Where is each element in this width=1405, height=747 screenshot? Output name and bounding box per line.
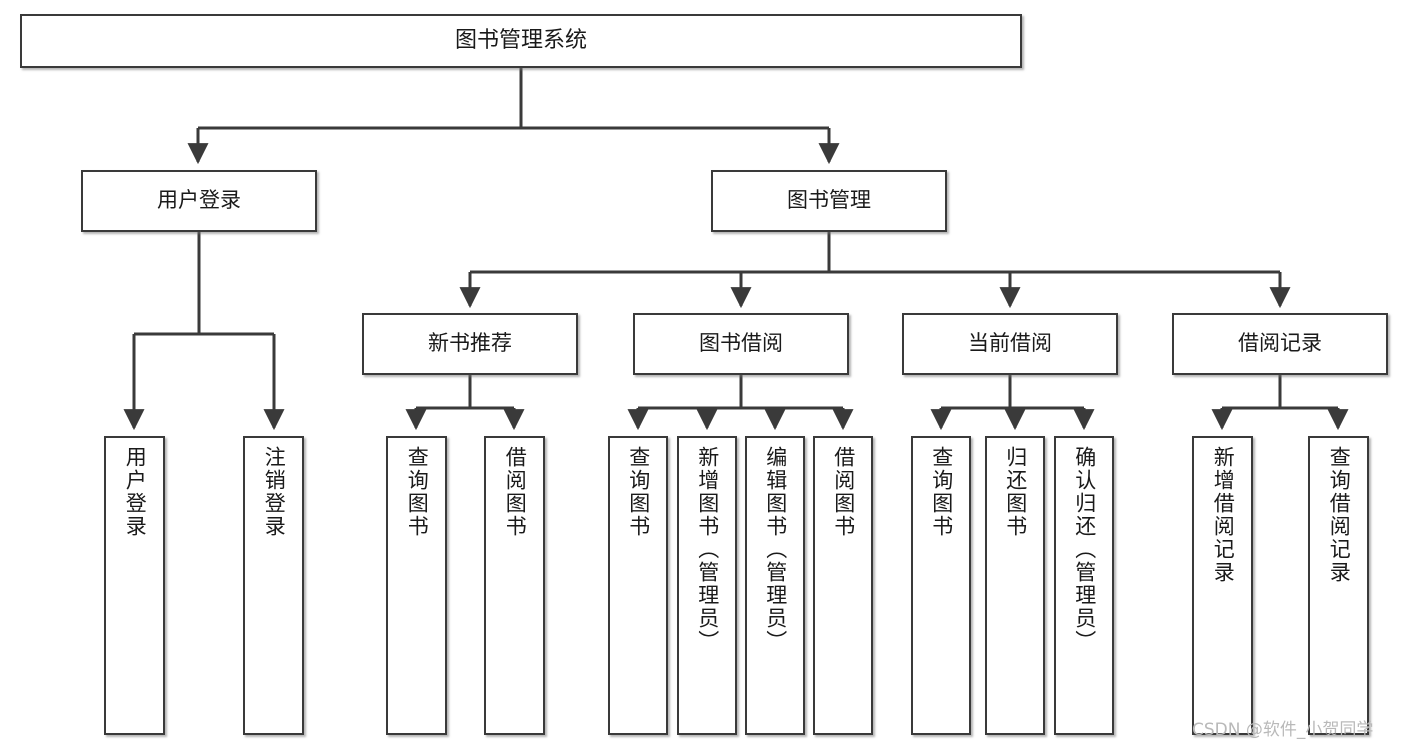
node-label: 新书推荐 xyxy=(428,331,512,356)
node-label: 用户登录 xyxy=(123,446,148,538)
node-borrow-record[interactable]: 借阅记录 xyxy=(1172,313,1388,375)
node-label: 查询借阅记录 xyxy=(1327,446,1352,584)
node-leaf-edit-book[interactable]: 编辑图书（管理员） xyxy=(745,436,805,735)
node-label: 用户登录 xyxy=(157,188,241,213)
node-leaf-query-borrow-record[interactable]: 查询借阅记录 xyxy=(1308,436,1369,735)
node-leaf-confirm-return[interactable]: 确认归还（管理员） xyxy=(1054,436,1114,735)
node-label: 借阅记录 xyxy=(1238,331,1322,356)
node-label: 图书借阅 xyxy=(699,331,783,356)
node-root[interactable]: 图书管理系统 xyxy=(20,14,1022,68)
node-leaf-add-borrow-record[interactable]: 新增借阅记录 xyxy=(1192,436,1253,735)
node-label: 借阅图书 xyxy=(831,446,856,538)
node-label: 新增借阅记录 xyxy=(1211,446,1236,584)
node-leaf-query-book-rec[interactable]: 查询图书 xyxy=(386,436,447,735)
node-label: 编辑图书（管理员） xyxy=(763,446,788,653)
node-label: 查询图书 xyxy=(626,446,651,538)
node-label: 查询图书 xyxy=(929,446,954,538)
node-new-book-recommend[interactable]: 新书推荐 xyxy=(362,313,578,375)
node-leaf-query-book-borrow[interactable]: 查询图书 xyxy=(608,436,668,735)
node-book-borrow[interactable]: 图书借阅 xyxy=(633,313,849,375)
node-leaf-add-book[interactable]: 新增图书（管理员） xyxy=(677,436,737,735)
node-leaf-user-logout[interactable]: 注销登录 xyxy=(243,436,304,735)
node-label: 借阅图书 xyxy=(503,446,528,538)
node-leaf-return-book[interactable]: 归还图书 xyxy=(985,436,1045,735)
node-label: 图书管理 xyxy=(787,188,871,213)
node-label: 当前借阅 xyxy=(968,331,1052,356)
node-label: 图书管理系统 xyxy=(454,27,587,53)
node-leaf-user-login[interactable]: 用户登录 xyxy=(104,436,165,735)
node-label: 查询图书 xyxy=(405,446,430,538)
node-label: 归还图书 xyxy=(1003,446,1028,538)
node-leaf-query-book-cur[interactable]: 查询图书 xyxy=(911,436,971,735)
node-current-borrow[interactable]: 当前借阅 xyxy=(902,313,1118,375)
node-label: 注销登录 xyxy=(262,446,287,538)
node-user-login[interactable]: 用户登录 xyxy=(81,170,317,232)
node-book-manage[interactable]: 图书管理 xyxy=(711,170,947,232)
node-label: 新增图书（管理员） xyxy=(695,446,720,653)
node-leaf-borrow-book-rec[interactable]: 借阅图书 xyxy=(484,436,545,735)
node-leaf-borrow-book[interactable]: 借阅图书 xyxy=(813,436,873,735)
node-label: 确认归还（管理员） xyxy=(1072,446,1097,653)
